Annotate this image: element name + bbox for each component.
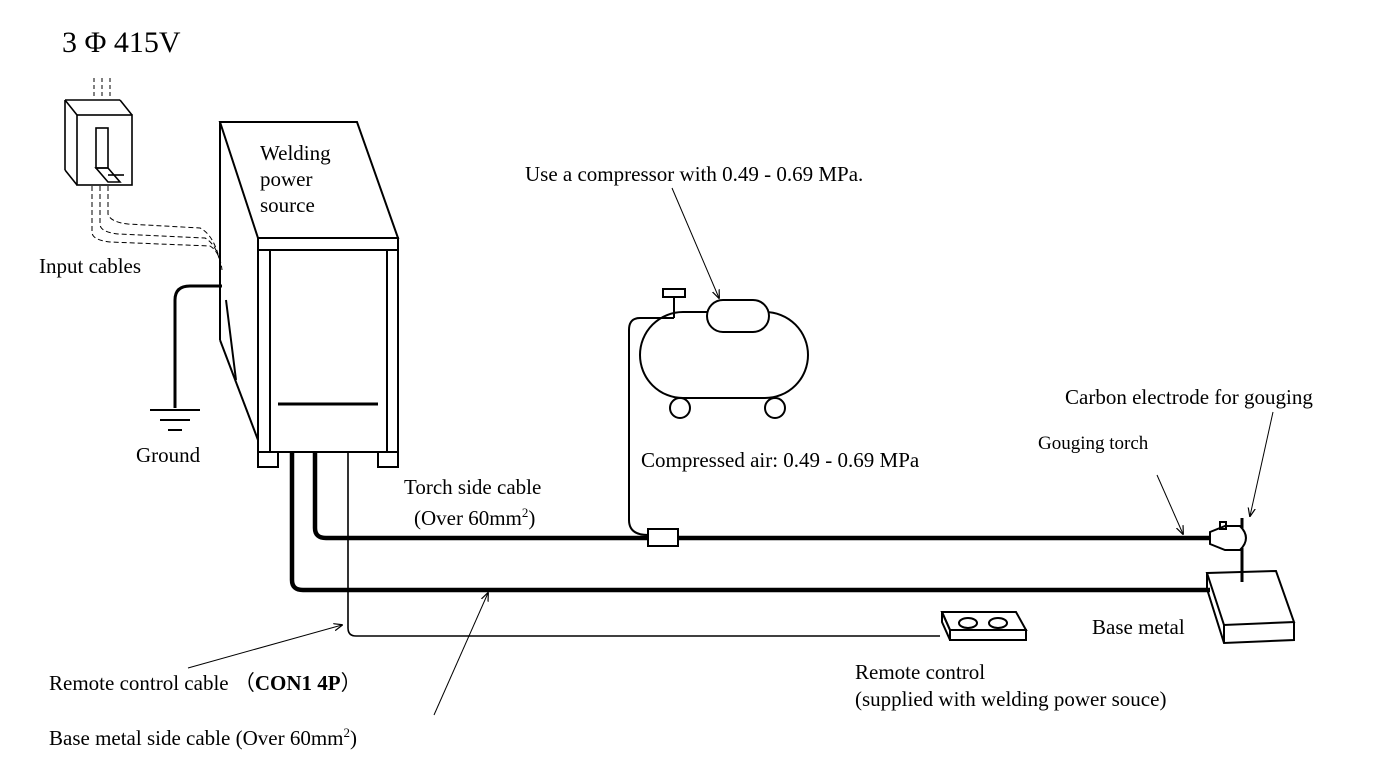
air-hose xyxy=(628,317,674,536)
gouging-torch xyxy=(1209,518,1247,582)
carbon-electrode-label: Carbon electrode for gouging xyxy=(1065,385,1313,409)
ground-label: Ground xyxy=(136,443,201,467)
remote-control-box xyxy=(940,611,1028,641)
gouging-torch-label: Gouging torch xyxy=(1038,433,1149,454)
remote-control-sub-label: (supplied with welding power souce) xyxy=(855,687,1167,711)
power-source-label-3: source xyxy=(260,193,315,217)
remote-control-cable-label: Remote control cable （CON1 4P） xyxy=(49,671,362,695)
breaker-switch xyxy=(64,78,133,186)
input-cables-label: Input cables xyxy=(39,254,142,278)
base-metal-side-cable-label: Base metal side cable (Over 60mm2) xyxy=(49,725,357,750)
base-metal-side-cable xyxy=(289,452,1210,593)
compressed-air-label: Compressed air: 0.49 - 0.69 MPa xyxy=(641,448,920,472)
power-source-cabinet xyxy=(218,121,400,468)
leader-arrows xyxy=(187,187,1274,716)
torch-side-cable-label: Torch side cable xyxy=(404,475,542,499)
base-metal-plate xyxy=(1205,569,1296,645)
remote-control-label: Remote control xyxy=(855,660,986,684)
base-metal-label: Base metal xyxy=(1092,615,1185,639)
torch-side-cable-size: (Over 60mm2) xyxy=(414,505,536,530)
ground-symbol xyxy=(150,284,222,431)
power-source-label-2: power xyxy=(260,167,313,191)
power-source-label-1: Welding xyxy=(260,141,331,165)
supply-voltage-label: 3 Φ 415V xyxy=(62,26,181,59)
air-coupling xyxy=(647,528,679,547)
compressor-note-label: Use a compressor with 0.49 - 0.69 MPa. xyxy=(525,162,864,186)
remote-control-cable xyxy=(347,452,940,637)
compressor xyxy=(639,288,809,419)
torch-side-cable xyxy=(312,452,1212,541)
